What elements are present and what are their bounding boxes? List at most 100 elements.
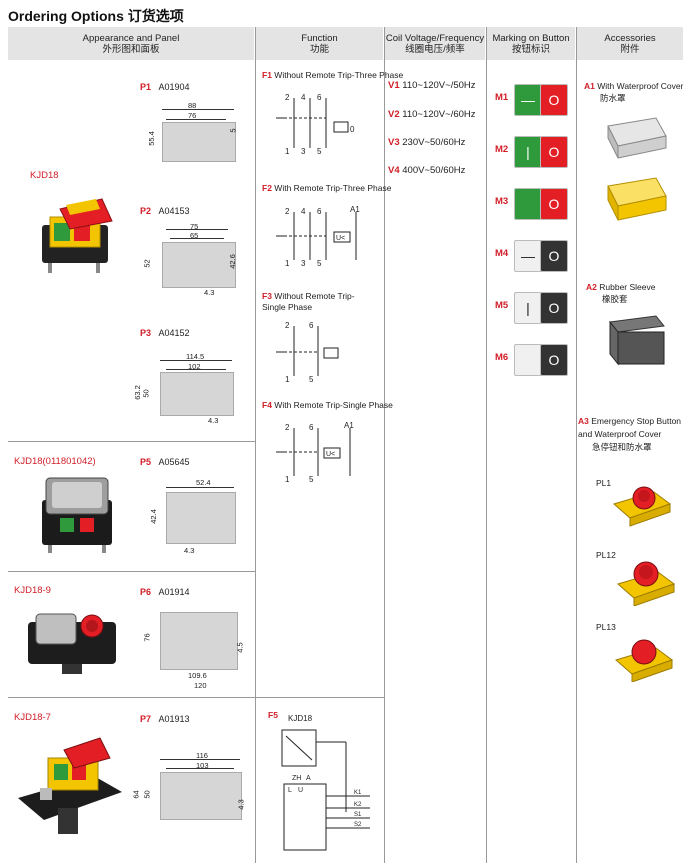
header-function-cn: 功能 (309, 43, 329, 55)
dimension-label: 4.3 (208, 416, 219, 425)
dimension-label: 50 (142, 790, 152, 799)
header-coil: Coil Voltage/Frequency 线圈电压/频率 (385, 27, 485, 60)
divider (8, 571, 255, 572)
dimension-label: 109.6 (188, 671, 207, 680)
dimension-label: 52.4 (196, 478, 211, 487)
emergency-stop-pl1-icon (612, 486, 672, 527)
header-appearance-cn: 外形图和面板 (102, 43, 160, 55)
panel-drawing (166, 492, 236, 544)
terminal-label: A1 (350, 205, 360, 214)
circuit-diagram-f5: ZH A L U K1 K2 S1 S2 (281, 729, 370, 851)
terminal-label: 1 (285, 475, 290, 484)
on-button-marking (514, 188, 542, 220)
switch-photo-kjd18 (42, 198, 113, 273)
marking-id: M3 (495, 196, 509, 207)
terminal-label: 2 (285, 321, 290, 330)
terminal-label: U< (326, 451, 335, 458)
terminal-label: 5 (317, 147, 322, 156)
dimension-label: 50 (141, 389, 151, 398)
function-name: Without Remote Trip-Three Phase (274, 70, 404, 80)
off-button-marking: O (540, 240, 568, 272)
terminal-label: A1 (344, 421, 354, 430)
function-name: Without Remote Trip-Single Phase (262, 291, 355, 312)
panel-drawing (160, 772, 242, 820)
accessory-id: A3 (578, 416, 589, 426)
terminal-label: 6 (317, 93, 322, 102)
function-name: KJD18 (288, 714, 313, 723)
header-appearance-en: Appearance and Panel (82, 32, 180, 44)
dimension-label: 120 (194, 681, 207, 690)
panel-drawing (160, 612, 238, 670)
panel-code: A05645 (158, 457, 190, 467)
voltage-option: V2 110~120V~/60Hz (388, 109, 476, 120)
dimension-line (166, 768, 234, 769)
off-button-marking: O (540, 292, 568, 324)
function-id: F2 (262, 183, 272, 193)
function-id: F5 (268, 710, 278, 720)
header-marking-en: Marking on Button (492, 32, 570, 44)
panel-drawing (160, 372, 234, 416)
panel-code: A01904 (158, 82, 190, 92)
page-title: Ordering Options 订货选项 (8, 8, 184, 24)
divider (576, 27, 577, 863)
terminal-label: 4 (301, 207, 306, 216)
dimension-label: 76 (188, 111, 197, 120)
header-function-en: Function (301, 32, 338, 44)
pl-label: PL13 (596, 622, 616, 632)
pl-label: PL1 (596, 478, 612, 488)
accessory-a3: A3 Emergency Stop Button and Waterproof … (578, 415, 684, 454)
terminal-label: S2 (354, 822, 362, 828)
terminal-label: 5 (309, 475, 314, 484)
dimension-line (166, 487, 234, 488)
off-button-marking: O (540, 84, 568, 116)
dimension-line (160, 759, 240, 760)
on-button-marking: | (514, 136, 542, 168)
terminal-label: U (298, 787, 303, 794)
voltage-option: V3 230V~50/60Hz (388, 137, 465, 148)
dimension-label: 4.3 (236, 799, 246, 810)
dimension-label: 116 (196, 751, 208, 760)
panel-code: A04153 (158, 206, 190, 216)
terminal-label: K2 (354, 802, 362, 808)
terminal-label: 6 (309, 321, 314, 330)
voltage-id: V4 (388, 165, 400, 176)
terminal-label: L (288, 787, 292, 794)
voltage-option: V1 110~120V~/50Hz (388, 80, 476, 91)
dimension-label: 65 (190, 231, 199, 240)
header-appearance: Appearance and Panel 外形图和面板 (8, 27, 254, 60)
product-name: KJD18-7 (14, 712, 51, 723)
panel-label: P6 A01914 (140, 587, 190, 597)
accessory-id: A1 (584, 81, 595, 91)
dimension-label: 114.5 (186, 352, 205, 361)
panel-label: P2 A04153 (140, 206, 190, 216)
header-accessories-en: Accessories (604, 32, 656, 44)
panel-id: P1 (140, 82, 152, 92)
product-name: KJD18 (30, 170, 59, 181)
dimension-label: 63.2 (132, 385, 142, 400)
emergency-stop-pl13-icon (614, 639, 674, 682)
terminal-label: 1 (285, 259, 290, 268)
circuit-diagram-f2: 2 4 6 A1 1 3 5 U< (276, 205, 360, 268)
switch-photo-kjd18-7 (18, 737, 122, 834)
voltage-id: V2 (388, 109, 400, 120)
off-button-marking: O (540, 136, 568, 168)
function-label: F1 Without Remote Trip-Three Phase (262, 70, 403, 80)
panel-id: P6 (140, 587, 152, 597)
terminal-label: A (306, 775, 311, 782)
marking-id: M5 (495, 300, 509, 311)
voltage-option: V4 400V~50/60Hz (388, 165, 465, 176)
accessory-id: A2 (586, 282, 597, 292)
divider (8, 441, 255, 442)
panel-label: P3 A04152 (140, 328, 190, 338)
panel-label: P1 A01904 (140, 82, 190, 92)
marking-id: M1 (495, 92, 509, 103)
header-accessories-cn: 附件 (620, 43, 640, 55)
dimension-label: 103 (196, 761, 209, 770)
header-coil-cn: 线圈电压/频率 (405, 43, 465, 55)
panel-label: P5 A05645 (140, 457, 190, 467)
terminal-label: K1 (354, 790, 362, 796)
panel-label: P7 A01913 (140, 714, 190, 724)
dimension-label: 76 (142, 633, 152, 642)
